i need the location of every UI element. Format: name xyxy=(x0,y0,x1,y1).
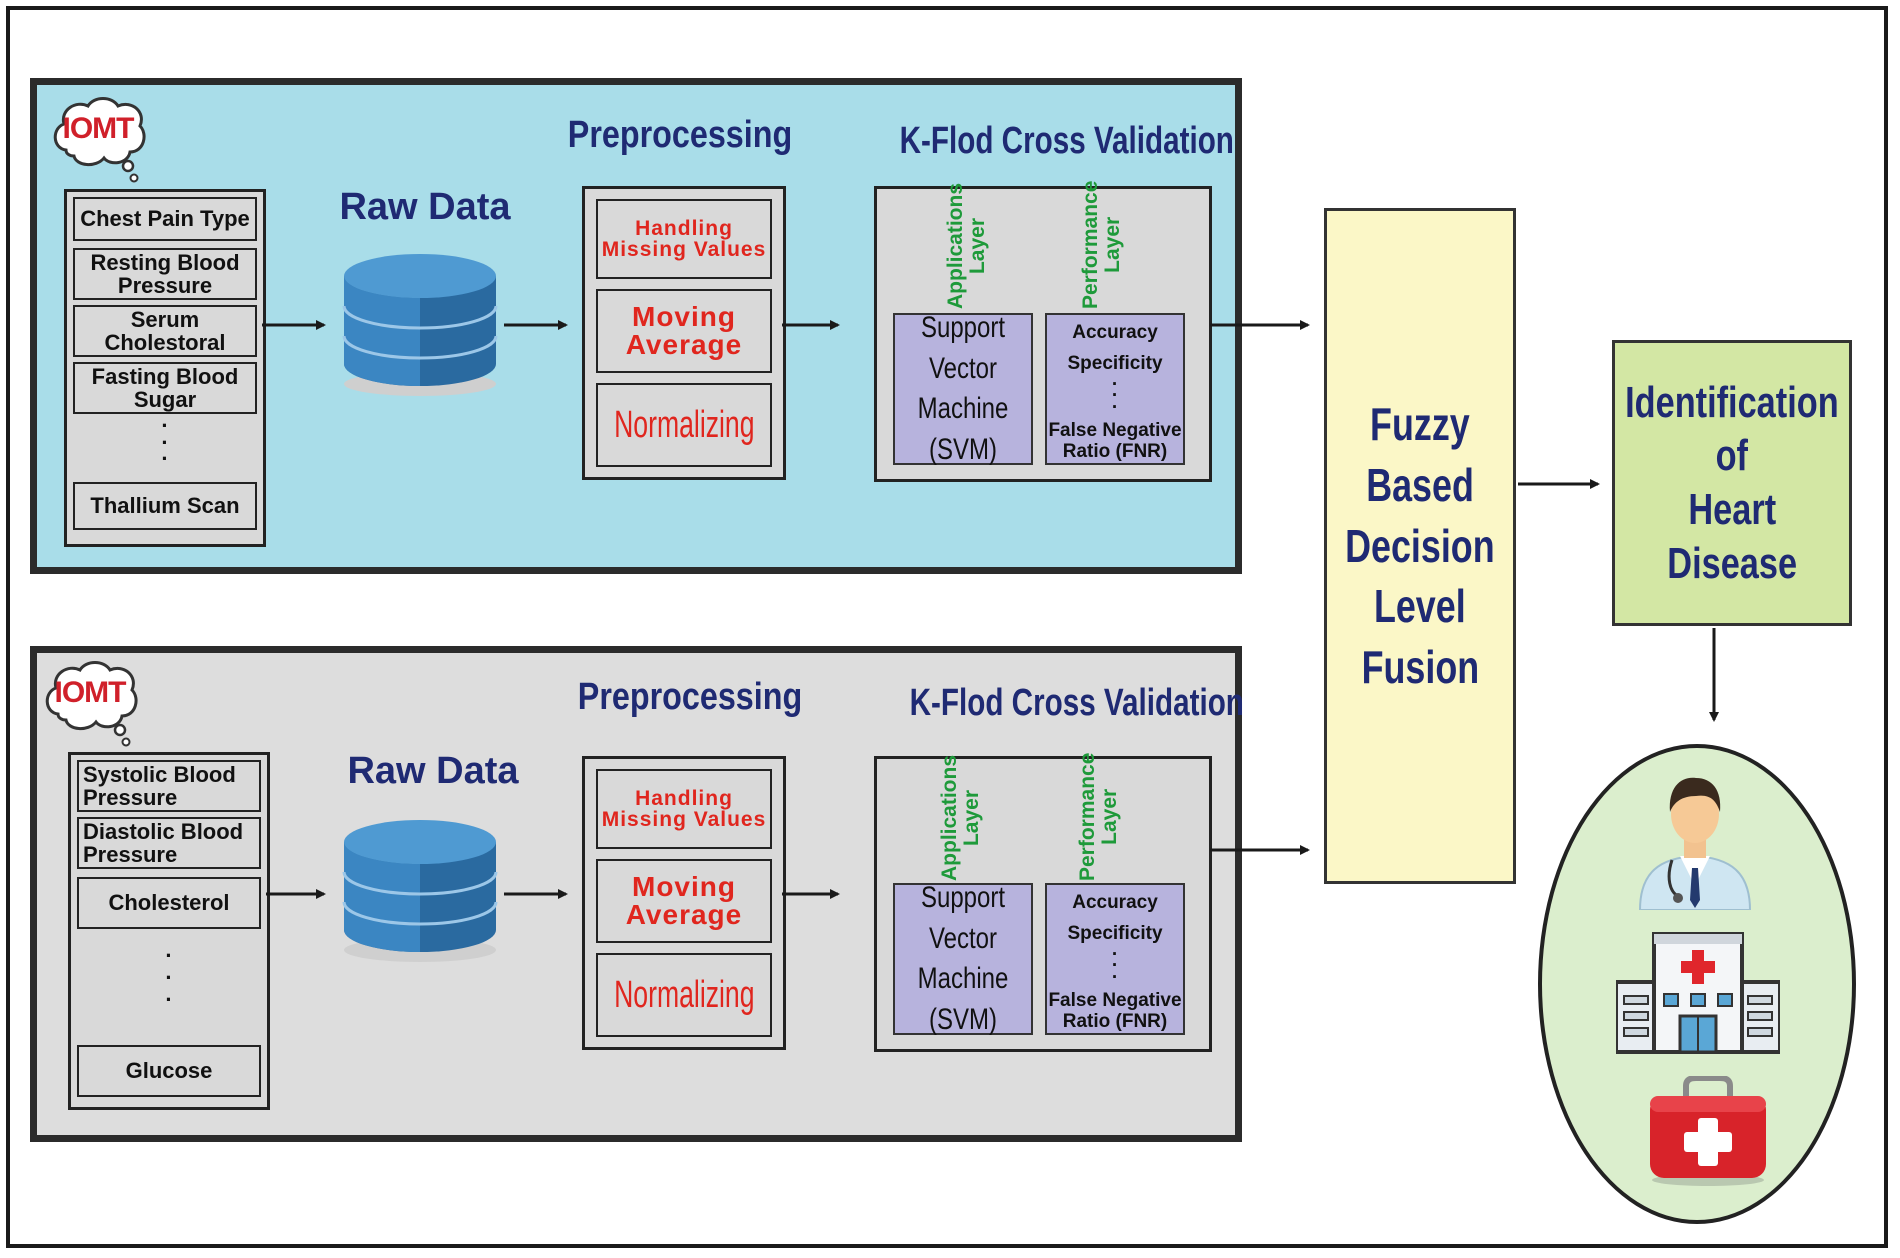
identification-line: of xyxy=(1715,431,1749,481)
doctor-icon xyxy=(1638,777,1752,910)
step-normalizing: Normalizing xyxy=(596,953,772,1037)
step-moving-average: Moving Average xyxy=(596,289,772,373)
feature-item: Cholesterol xyxy=(77,877,261,929)
raw-data-title: Raw Data xyxy=(347,750,519,792)
feature-item: Serum Cholestoral xyxy=(73,305,257,357)
feature-item: Thallium Scan xyxy=(73,482,257,530)
identification-line: Heart xyxy=(1688,485,1776,534)
ellipsis: ··· xyxy=(165,943,173,1012)
feature-list: Systolic Blood Pressure Diastolic Blood … xyxy=(68,752,270,1110)
identification-box: Identification of Heart Disease xyxy=(1612,340,1852,626)
raw-data-title: Raw Data xyxy=(339,186,511,228)
performance-metrics-box: Accuracy Specificity ··· False Negative … xyxy=(1045,313,1185,465)
step-moving-average: Moving Average xyxy=(596,859,772,943)
preprocessing-title: Preprocessing xyxy=(577,676,803,718)
database-icon xyxy=(342,820,498,962)
identification-line: Identification xyxy=(1625,377,1839,427)
preprocessing-box: Handling Missing Values Moving Average N… xyxy=(582,186,786,480)
hospital-icon xyxy=(1616,932,1780,1054)
fusion-line: Fuzzy xyxy=(1370,398,1470,451)
fusion-line: Decision xyxy=(1345,519,1495,572)
fuzzy-fusion-box: Fuzzy Based Decision Level Fusion xyxy=(1324,208,1516,884)
ellipsis: ··· xyxy=(161,413,169,471)
fusion-line: Based xyxy=(1366,458,1474,511)
fusion-line: Fusion xyxy=(1361,641,1479,694)
kfold-title: K-Flod Cross Validation xyxy=(899,120,1234,162)
step-missing-values: Handling Missing Values xyxy=(596,199,772,279)
kfold-title: K-Flod Cross Validation xyxy=(909,682,1244,724)
performance-metrics-box: Accuracy Specificity ··· False Negative … xyxy=(1045,883,1185,1035)
step-missing-values: Handling Missing Values xyxy=(596,769,772,849)
identification-line: Disease xyxy=(1667,538,1797,588)
step-normalizing: Normalizing xyxy=(596,383,772,467)
feature-item: Resting Blood Pressure xyxy=(73,248,257,300)
iomt-cloud-icon: IOMT xyxy=(48,92,148,184)
preprocessing-box: Handling Missing Values Moving Average N… xyxy=(582,756,786,1050)
iomt-cloud-icon: IOMT xyxy=(40,656,140,748)
feature-item: Diastolic Blood Pressure xyxy=(77,817,261,869)
database-icon xyxy=(342,254,498,396)
fusion-line: Level xyxy=(1374,580,1466,633)
outer-frame xyxy=(6,6,1888,1248)
feature-item: Systolic Blood Pressure xyxy=(77,760,261,812)
iomt-label: IOMT xyxy=(54,676,127,709)
preprocessing-title: Preprocessing xyxy=(567,114,793,156)
iomt-label: IOMT xyxy=(62,112,135,145)
first-aid-kit-icon xyxy=(1650,1076,1766,1186)
feature-item: Chest Pain Type xyxy=(73,197,257,241)
feature-list: Chest Pain Type Resting Blood Pressure S… xyxy=(64,189,266,547)
feature-item: Fasting Blood Sugar xyxy=(73,362,257,414)
feature-item: Glucose xyxy=(77,1045,261,1097)
